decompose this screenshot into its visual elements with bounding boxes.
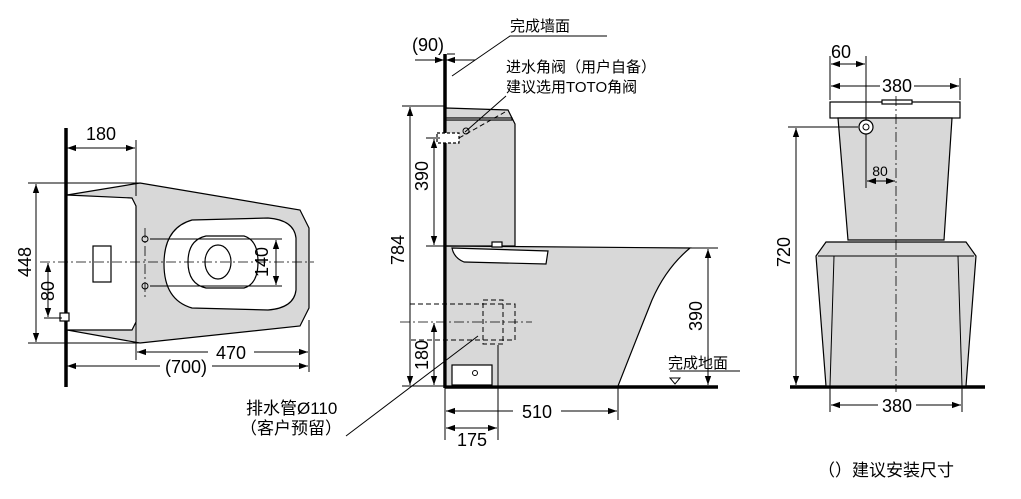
side-view-seat [451,247,549,265]
dim-380t-label: 380 [882,76,912,96]
dim-720-label: 720 [774,237,794,267]
front-view-tank [837,117,953,241]
angle-valve-note-line2: 建议选用TOTO角阀 [506,79,637,96]
finished-floor-symbol [668,377,682,385]
side-view-base-cap [451,364,493,386]
side-view-valve-knob [462,127,470,135]
top-view-supply-stub [59,312,70,322]
dim-80f-label: 80 [872,163,888,179]
dim-140-label: 140 [252,247,272,277]
top-view-flush-button [92,245,112,283]
dim-60-label: 60 [831,42,851,62]
front-view-angle-valve-inner [862,123,870,131]
side-view: (90) 完成墙面 进水角阀（用户自备） 建议选用TOTO角阀 784 390 … [240,18,740,450]
side-view-tank [445,107,516,247]
front-view-angle-valve [858,119,874,135]
dim-390u-label: 390 [412,161,432,191]
legend-note: （）建议安装尺寸 [818,461,954,480]
side-view-seat-hinge [491,241,503,248]
front-view-bowl-edge-right [957,255,963,387]
finished-floor-label: 完成地面 [668,355,728,372]
dim-80-label: 80 [38,281,58,301]
front-view: 60 380 80 720 380 [774,42,985,416]
side-view-bowl [445,245,692,387]
angle-valve-leader [464,95,507,133]
dim-510-label: 510 [522,402,552,422]
finished-wall-leader [451,35,607,77]
dim-90-label: (90) [412,35,444,55]
top-view: 180 448 80 140 470 (700) [15,124,314,387]
dim-180-label: 180 [86,124,116,144]
drain-pipe-leader [345,335,479,437]
dim-180s-label: 180 [412,340,432,370]
front-view-flush-button [881,99,913,105]
dim-784-label: 784 [388,235,408,265]
side-view-base-bolt [472,370,478,376]
drain-note-line2: （客户预留） [240,419,342,438]
drain-note-line1: 排水管Ø110 [246,399,337,418]
dim-448-label: 448 [15,247,35,277]
front-view-bowl-edge-left [829,255,835,387]
dim-380b-label: 380 [882,396,912,416]
finished-wall-label: 完成墙面 [510,18,570,35]
dim-470-label: 470 [216,343,246,363]
dim-175-label: 175 [457,430,487,450]
angle-valve-note-line1: 进水角阀（用户自备） [506,59,656,76]
side-view-angle-valve [436,132,460,144]
dim-700-label: (700) [165,357,207,377]
dim-390r-label: 390 [686,301,706,331]
